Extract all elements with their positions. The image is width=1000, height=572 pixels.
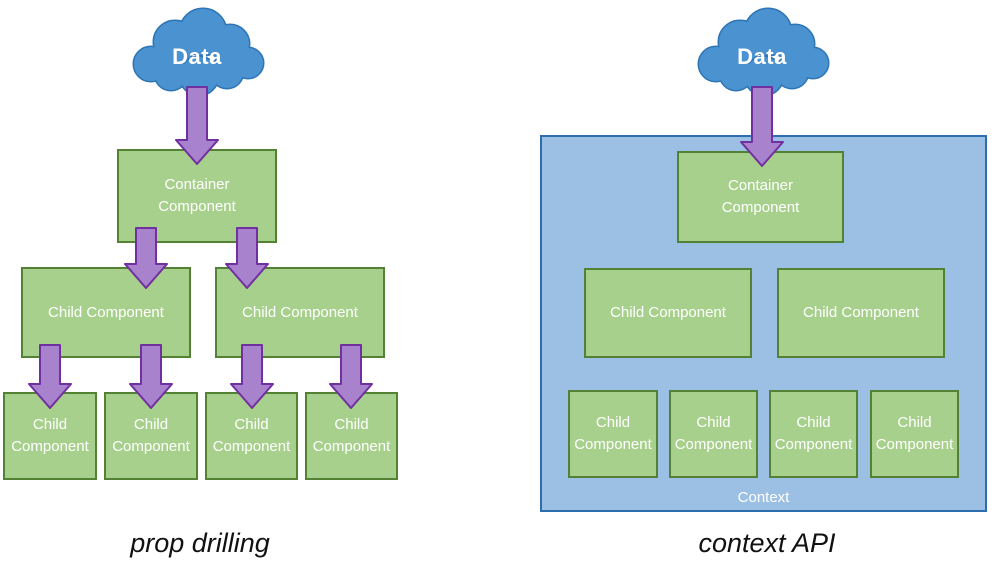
caption-context-api: context API: [698, 528, 836, 558]
left-child-component-box: Child Component: [305, 392, 398, 480]
child-component-label: Child Component: [48, 303, 164, 321]
child-component-label: Child Component: [774, 414, 853, 453]
right-child-component-box: Child Component: [769, 390, 858, 478]
cloud-data-label: Data: [737, 44, 787, 69]
child-component-label: Child Component: [112, 416, 190, 455]
left-child-component-box: Child Component: [205, 392, 298, 480]
left-child-component-box: Child Component: [21, 267, 191, 358]
child-component-label: Child Component: [242, 303, 358, 321]
right-child-component-box: Child Component: [870, 390, 959, 478]
child-component-label: Child Component: [803, 304, 919, 322]
right-child-component-box: Child Component: [568, 390, 658, 478]
right-child-component-box: Child Component: [669, 390, 758, 478]
container-component-label: Container Component: [158, 176, 236, 215]
child-component-label: Child Component: [674, 414, 753, 453]
left-child-component-box: Child Component: [104, 392, 198, 480]
child-component-label: Child Component: [11, 416, 89, 455]
child-component-label: Child Component: [312, 416, 391, 455]
right-child-component-box: Child Component: [777, 268, 945, 358]
cloud-data-label: Data: [172, 44, 222, 69]
container-component-label: Container Component: [721, 177, 800, 216]
right-container-component-box: Container Component: [677, 151, 844, 243]
child-component-label: Child Component: [875, 414, 954, 453]
left-child-component-box: Child Component: [3, 392, 97, 480]
left-container-component-box: Container Component: [117, 149, 277, 243]
context-box-label: Context: [737, 489, 790, 506]
child-component-label: Child Component: [212, 416, 291, 455]
left-child-component-box: Child Component: [215, 267, 385, 358]
right-child-component-box: Child Component: [584, 268, 752, 358]
caption-prop-drilling: prop drilling: [130, 528, 270, 558]
child-component-label: Child Component: [574, 414, 652, 453]
child-component-label: Child Component: [610, 304, 726, 322]
